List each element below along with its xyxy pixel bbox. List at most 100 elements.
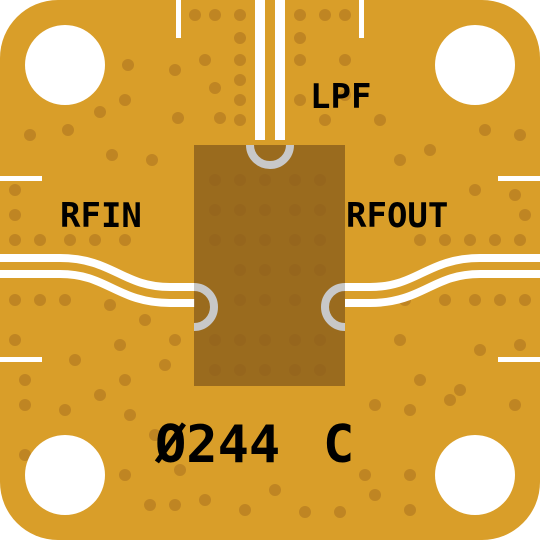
via	[294, 9, 306, 21]
via	[34, 294, 46, 306]
via	[139, 314, 151, 326]
via	[514, 234, 526, 246]
via	[234, 32, 246, 44]
via	[9, 184, 21, 196]
via	[94, 106, 106, 118]
via	[424, 144, 436, 156]
via	[174, 464, 186, 476]
via	[334, 506, 346, 518]
via	[299, 506, 311, 518]
via	[479, 124, 491, 136]
via	[234, 74, 246, 86]
via	[64, 234, 76, 246]
mounting-hole-bottom-left	[25, 435, 105, 515]
via	[234, 114, 246, 126]
via	[34, 234, 46, 246]
via	[404, 404, 416, 416]
via	[24, 129, 36, 141]
via	[169, 499, 181, 511]
via	[122, 59, 134, 71]
via	[189, 9, 201, 21]
edge-notches	[0, 0, 540, 362]
via	[294, 32, 306, 44]
via	[172, 112, 184, 124]
via	[439, 294, 451, 306]
via	[144, 499, 156, 511]
label-part-number: Ø244	[154, 415, 280, 475]
via	[369, 489, 381, 501]
via	[62, 124, 74, 136]
via	[119, 94, 131, 106]
pad-left	[193, 283, 218, 331]
via	[9, 334, 21, 346]
via	[209, 82, 221, 94]
via	[414, 374, 426, 386]
via	[146, 154, 158, 166]
via	[404, 504, 416, 516]
via	[89, 234, 101, 246]
via	[119, 374, 131, 386]
via	[19, 399, 31, 411]
via	[294, 54, 306, 66]
via	[519, 209, 531, 221]
via	[519, 294, 531, 306]
rf-traces	[0, 0, 540, 299]
rfout-trace-gap	[345, 262, 540, 299]
via	[234, 9, 246, 21]
label-rfout: RFOUT	[346, 196, 448, 236]
via	[464, 234, 476, 246]
via	[404, 469, 416, 481]
via	[234, 54, 246, 66]
via	[494, 294, 506, 306]
mounting-hole-top-right	[435, 25, 515, 105]
via	[119, 469, 131, 481]
via	[359, 469, 371, 481]
via	[106, 149, 118, 161]
via	[509, 189, 521, 201]
via	[339, 9, 351, 21]
via	[339, 89, 351, 101]
via	[439, 234, 451, 246]
rfin-trace-gap	[0, 262, 195, 299]
label-lpf: LPF	[310, 77, 371, 117]
via	[94, 389, 106, 401]
via	[374, 114, 386, 126]
via	[509, 399, 521, 411]
pad-right	[321, 283, 346, 331]
label-revision: C	[323, 415, 354, 475]
via	[9, 234, 21, 246]
mounting-hole-bottom-right	[435, 435, 515, 515]
via	[19, 374, 31, 386]
via	[119, 234, 131, 246]
via	[169, 64, 181, 76]
label-rfin: RFIN	[60, 196, 142, 236]
via	[59, 294, 71, 306]
via	[394, 334, 406, 346]
via	[159, 359, 171, 371]
via	[169, 334, 181, 346]
via	[9, 209, 21, 221]
via	[369, 399, 381, 411]
via	[199, 54, 211, 66]
via	[474, 344, 486, 356]
via	[514, 339, 526, 351]
via	[444, 394, 456, 406]
via	[339, 54, 351, 66]
via	[469, 184, 481, 196]
via	[469, 294, 481, 306]
via	[294, 94, 306, 106]
filter-component-body	[194, 145, 345, 386]
via	[269, 484, 281, 496]
component-pads	[193, 144, 346, 331]
via	[414, 234, 426, 246]
via	[19, 449, 31, 461]
via	[489, 234, 501, 246]
via	[9, 294, 21, 306]
via	[104, 299, 116, 311]
via	[214, 112, 226, 124]
mounting-hole-top-left	[25, 25, 105, 105]
via	[69, 354, 81, 366]
pad-top	[246, 144, 294, 169]
via	[394, 154, 406, 166]
